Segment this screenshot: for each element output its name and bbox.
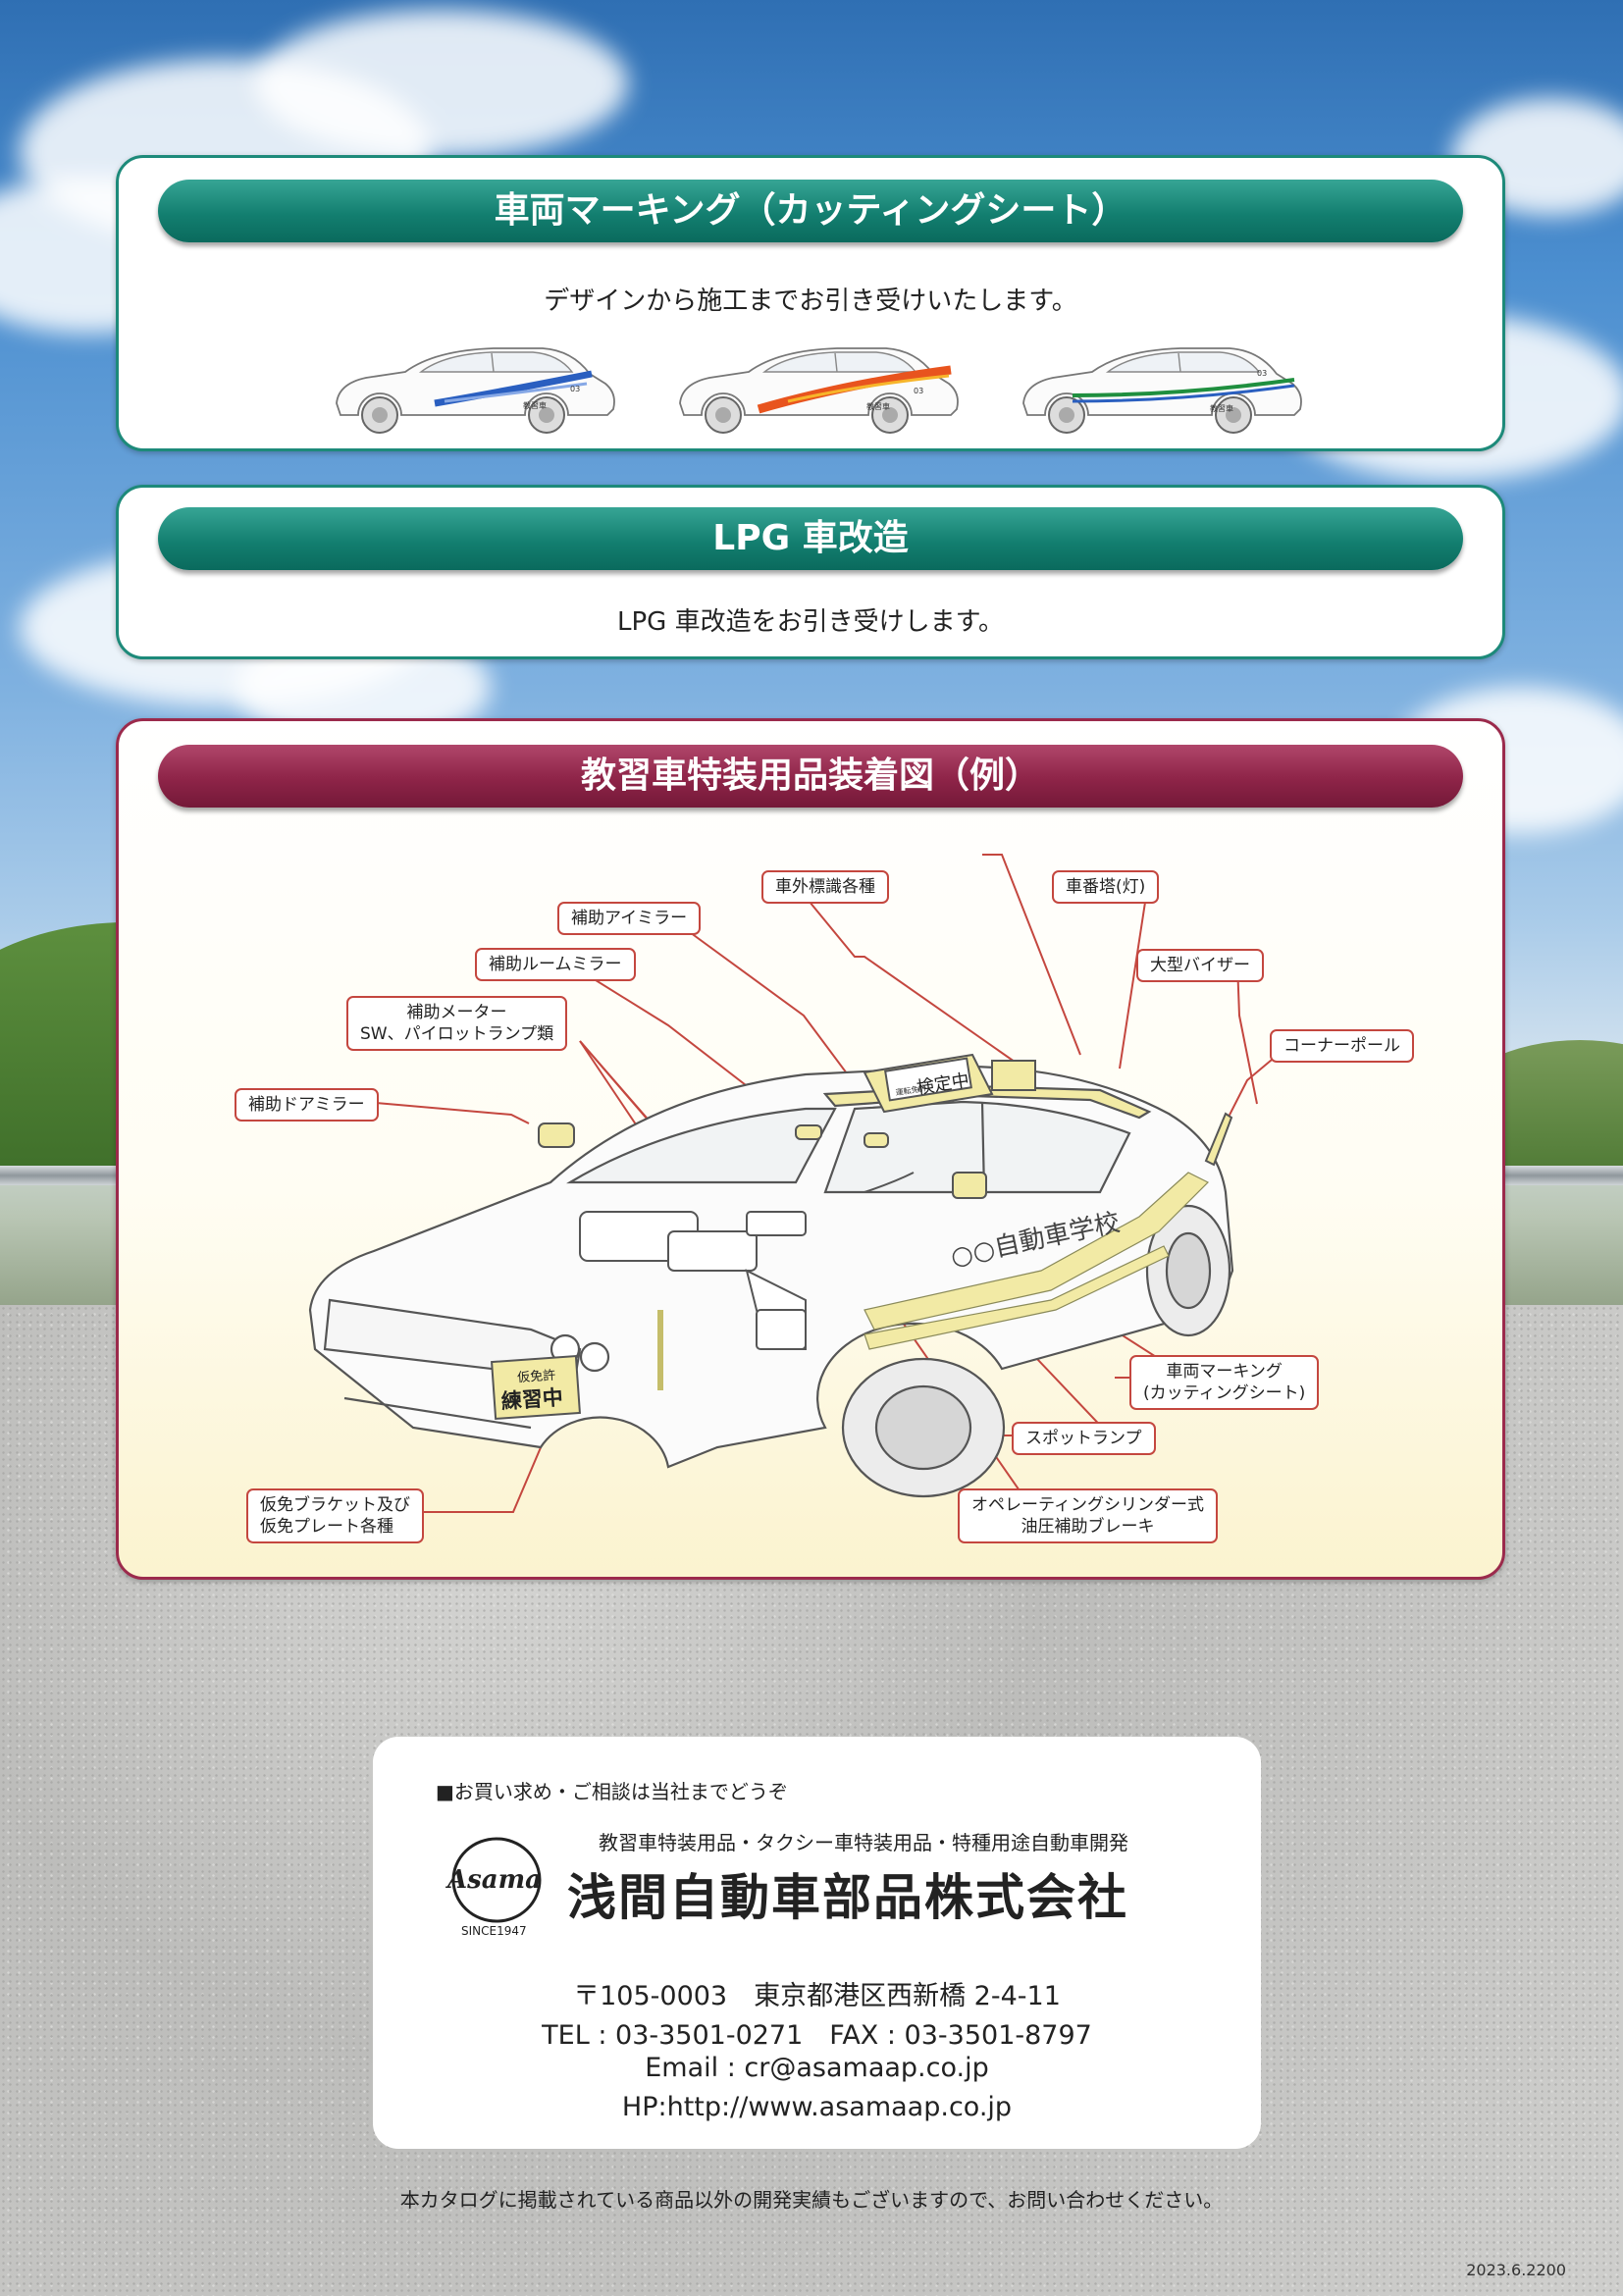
svg-text:Asama: Asama bbox=[445, 1865, 542, 1895]
label-brake-line1: オペレーティングシリンダー式 bbox=[971, 1495, 1204, 1515]
company-address: 〒105-0003 東京都港区西新橋 2-4-11 bbox=[573, 1981, 1061, 2011]
footer-note: 本カタログに掲載されている商品以外の開発実績もございますので、お問い合わせくださ… bbox=[399, 2188, 1224, 2212]
company-business: 教習車特装用品・タクシー車特装用品・特種用途自動車開発 bbox=[599, 1831, 1128, 1854]
marking-description: デザインから施工までお引き受けいたします。 bbox=[544, 287, 1077, 316]
label-corner-pole: コーナーポール bbox=[1270, 1029, 1414, 1063]
label-vehicle-marking: 車両マーキング (カッティングシート) bbox=[1129, 1355, 1320, 1410]
svg-text:教習車: 教習車 bbox=[523, 400, 547, 410]
label-meter: 補助メーター SW、パイロットランプ類 bbox=[346, 996, 568, 1051]
label-door-mirror: 補助ドアミラー bbox=[235, 1088, 379, 1122]
label-meter-line1: 補助メーター bbox=[406, 1003, 507, 1022]
lpg-description: LPG 車改造をお引き受けします。 bbox=[617, 607, 1004, 637]
side-marking-stripe bbox=[864, 1172, 1210, 1350]
plate-big-text: 練習中 bbox=[500, 1385, 564, 1413]
room-mirror-part bbox=[795, 1124, 822, 1140]
svg-text:03: 03 bbox=[914, 387, 923, 395]
label-plate-line1: 仮免ブラケット及び bbox=[260, 1495, 410, 1515]
company-logo: Asama SINCE1947 bbox=[434, 1823, 561, 1941]
roof-sign: 運転免許 検定中 bbox=[863, 1053, 994, 1114]
temporary-license-plate: 仮免許 練習中 bbox=[491, 1355, 581, 1420]
company-website: HP:http://www.asamaap.co.jp bbox=[621, 2092, 1013, 2122]
svg-text:03: 03 bbox=[1257, 369, 1267, 378]
eye-mirror-part bbox=[864, 1132, 889, 1148]
label-large-visor: 大型バイザー bbox=[1136, 949, 1264, 982]
label-plate-line2: 仮免プレート各種 bbox=[260, 1517, 393, 1537]
company-phone: TEL : 03-3501-0271 FAX : 03-3501-8797 bbox=[542, 2020, 1092, 2051]
roof-light-box bbox=[991, 1060, 1036, 1091]
svg-text:教習車: 教習車 bbox=[1210, 403, 1233, 413]
svg-text:03: 03 bbox=[570, 385, 580, 393]
label-outer-signs: 車外標識各種 bbox=[761, 870, 889, 904]
contact-card: ■お買い求め・ご相談は当社までどうぞ 教習車特装用品・タクシー車特装用品・特種用… bbox=[373, 1737, 1261, 2149]
catalog-code: 2023.6.2200 bbox=[1466, 2261, 1566, 2279]
label-room-mirror: 補助ルームミラー bbox=[475, 948, 636, 981]
label-spot-lamp: スポットランプ bbox=[1012, 1422, 1156, 1455]
lpg-panel: LPG 車改造 LPG 車改造をお引き受けします。 bbox=[116, 485, 1505, 659]
contact-intro: ■お買い求め・ご相談は当社までどうぞ bbox=[436, 1780, 788, 1803]
corner-pole-part bbox=[1204, 1112, 1233, 1167]
side-mirror-part bbox=[952, 1172, 987, 1199]
training-car-diagram: ○○自動車学校 運転免許 検定中 仮免許 練習中 bbox=[308, 854, 1279, 1520]
car-green-marking: 教習車 03 bbox=[1022, 347, 1302, 434]
company-email: Email : cr@asamaap.co.jp bbox=[645, 2053, 989, 2083]
marking-panel: 車両マーキング（カッティングシート） デザインから施工までお引き受けいたします。… bbox=[116, 155, 1505, 451]
lpg-title: LPG 車改造 bbox=[158, 507, 1463, 570]
company-name: 浅間自動車部品株式会社 bbox=[567, 1869, 1128, 1926]
label-brake: オペレーティングシリンダー式 油圧補助ブレーキ bbox=[958, 1488, 1218, 1543]
marking-title: 車両マーキング（カッティングシート） bbox=[158, 180, 1463, 242]
car-orange-marking: 教習車 03 bbox=[679, 347, 959, 434]
plate-small-text: 仮免許 bbox=[517, 1369, 556, 1386]
label-marking-line2: (カッティングシート) bbox=[1143, 1383, 1306, 1403]
diagram-panel: 教習車特装用品装着図（例） bbox=[116, 718, 1505, 1580]
svg-text:SINCE1947: SINCE1947 bbox=[461, 1924, 527, 1938]
svg-text:教習車: 教習車 bbox=[866, 401, 890, 411]
car-blue-marking: 教習車 03 bbox=[336, 347, 615, 434]
label-meter-line2: SW、パイロットランプ類 bbox=[360, 1024, 554, 1044]
label-brake-line2: 油圧補助ブレーキ bbox=[1021, 1517, 1155, 1537]
label-temporary-plate: 仮免ブラケット及び 仮免プレート各種 bbox=[246, 1488, 424, 1543]
asama-logo-mark: Asama SINCE1947 bbox=[445, 1837, 542, 1938]
roof-sign-small-text: 運転免許 bbox=[895, 1082, 927, 1097]
door-mirror-part bbox=[538, 1122, 575, 1148]
diagram-title: 教習車特装用品装着図（例） bbox=[158, 745, 1463, 808]
dashboard-equipment bbox=[579, 1172, 915, 1350]
label-roof-light: 車番塔(灯) bbox=[1052, 870, 1160, 904]
label-eye-mirror: 補助アイミラー bbox=[557, 902, 702, 935]
label-marking-line1: 車両マーキング bbox=[1166, 1362, 1283, 1382]
